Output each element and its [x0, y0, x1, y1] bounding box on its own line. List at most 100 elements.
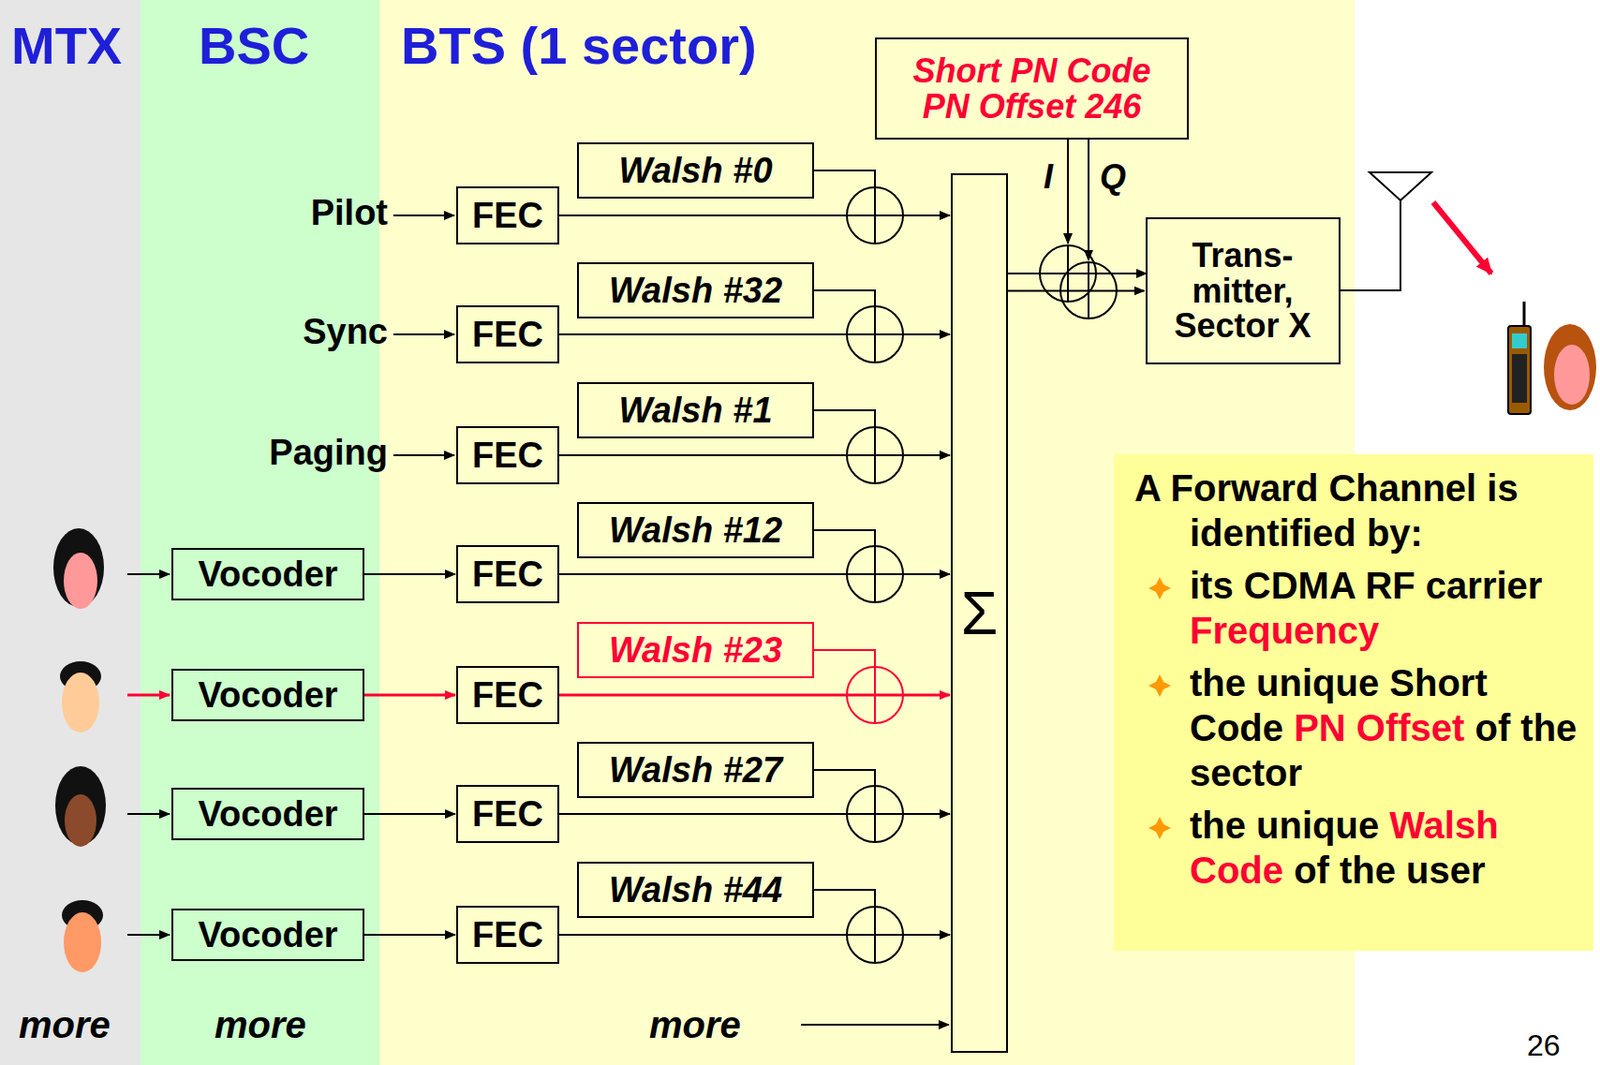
bullet-mark: [1147, 815, 1172, 841]
bullet-text: of the user: [1293, 849, 1485, 891]
caller-arrow: [127, 813, 170, 815]
signal-connector: [559, 694, 950, 697]
box-label: Walsh #0: [618, 150, 772, 192]
walsh-code-box: Walsh #12: [577, 502, 815, 559]
highlight-term: Frequency: [1189, 609, 1379, 652]
vocoder-box: Vocoder: [171, 908, 365, 962]
more-label: more: [214, 1004, 307, 1047]
fec-box: FEC: [456, 785, 560, 844]
box-label: Vocoder: [197, 675, 338, 716]
fec-box: FEC: [456, 305, 560, 364]
walsh-code-box: Walsh #32: [577, 262, 815, 319]
bullet-mark: [1147, 673, 1172, 698]
phone-antenna: [1523, 301, 1526, 328]
signal-connector: [364, 813, 456, 815]
bullet-text: its CDMA RF carrier: [1189, 564, 1542, 607]
box-label: FEC: [472, 195, 544, 237]
signal-connector: [559, 933, 950, 936]
mtx-band: MTX: [0, 0, 141, 1065]
fec-box: FEC: [456, 186, 560, 245]
fec-box: FEC: [456, 545, 560, 604]
signal-connector: [364, 573, 456, 576]
box-label: FEC: [472, 915, 544, 956]
walsh-lead: [814, 170, 875, 188]
signal-connector: [559, 813, 950, 815]
i-label: I: [1043, 157, 1053, 197]
walsh-code-box: Walsh #44: [577, 861, 815, 919]
band-heading: MTX: [11, 14, 122, 76]
antenna-feed: [1338, 200, 1401, 291]
more-arrow: [800, 1023, 949, 1026]
callout-box: A Forward Channel is identified by: its C…: [1113, 454, 1594, 951]
pn-code-box: Short PN CodePN Offset 246: [874, 37, 1189, 140]
signal-connector: [364, 694, 456, 697]
caller-arrow: [127, 573, 170, 576]
phone-screen: [1511, 333, 1527, 349]
signal-connector: [559, 214, 950, 217]
walsh-lead: [814, 770, 875, 786]
box-label: Walsh #1: [618, 390, 772, 431]
signal-arrow: [393, 214, 455, 217]
band-heading: BSC: [198, 14, 310, 76]
signal-arrow: [393, 333, 455, 336]
fec-box: FEC: [456, 426, 560, 485]
walsh-leads: [814, 170, 875, 907]
signal-arrow: [393, 454, 455, 457]
phone-body: [1508, 325, 1531, 415]
signal-connector: [559, 454, 950, 457]
box-label: Walsh #32: [608, 270, 783, 312]
highlight-term: PN Offset: [1293, 707, 1465, 749]
signal-connector: [364, 933, 456, 936]
walsh-code-box: Walsh #23: [577, 622, 815, 679]
box-label: FEC: [472, 435, 544, 476]
face: [63, 912, 102, 973]
box-label: PN Offset 246: [922, 88, 1141, 125]
walsh-lead: [814, 410, 875, 428]
vocoder-box: Vocoder: [171, 668, 365, 722]
box-label: Walsh #12: [608, 510, 783, 551]
band-heading: BTS (1 sector): [400, 14, 757, 76]
phone-keypad: [1511, 354, 1527, 403]
box-label: Walsh #27: [608, 750, 783, 791]
box-label: Walsh #23: [608, 630, 783, 671]
callout-heading: A Forward Channel is identified by:: [1134, 465, 1586, 556]
mtx-band-fill: [0, 0, 141, 1065]
q-label: Q: [1099, 157, 1126, 197]
walsh-code-box: Walsh #27: [577, 741, 815, 799]
i-branch: [1007, 272, 1040, 275]
q-line: [1087, 139, 1090, 261]
page-number: 26: [1526, 1028, 1561, 1064]
box-label: FEC: [472, 554, 544, 595]
face: [61, 672, 100, 733]
walsh-code-box: Walsh #1: [577, 382, 815, 439]
mobile-phone: [1508, 301, 1531, 415]
walsh-lead: [814, 290, 875, 307]
signal-connector: [559, 333, 950, 336]
bullet-diamond: [1148, 577, 1171, 600]
more-label: more: [18, 1004, 111, 1047]
box-label: Trans- mitter, Sector X: [1155, 237, 1332, 344]
bullet-text: the unique: [1189, 804, 1379, 846]
antenna: [1369, 172, 1432, 201]
hair: [1543, 324, 1597, 411]
signal-label: Paging: [268, 432, 388, 474]
face: [1554, 344, 1590, 405]
bullet-diamond: [1148, 816, 1171, 840]
box-label: Vocoder: [197, 554, 338, 595]
caller-arrow: [127, 694, 170, 697]
transmitter-box: Trans- mitter, Sector X: [1145, 217, 1341, 365]
signal-connector: [1007, 290, 1145, 293]
bullet-item: the unique Short Code PN Offset of the s…: [1134, 660, 1586, 796]
face: [64, 794, 97, 847]
i-line: [1066, 139, 1069, 244]
signal-connector: [559, 573, 950, 576]
more-label: more: [649, 1004, 741, 1047]
walsh-lead: [814, 530, 875, 547]
bullet-mark: [1147, 576, 1172, 601]
bsc-band: BSCVocoderVocoderVocoderVocoder: [140, 0, 380, 1065]
bsc-band-fill: [140, 0, 380, 1065]
caller-faces: [53, 528, 106, 973]
signal-label: Sync: [302, 311, 388, 353]
walsh-lead: [814, 889, 875, 907]
box-label: FEC: [472, 314, 544, 356]
